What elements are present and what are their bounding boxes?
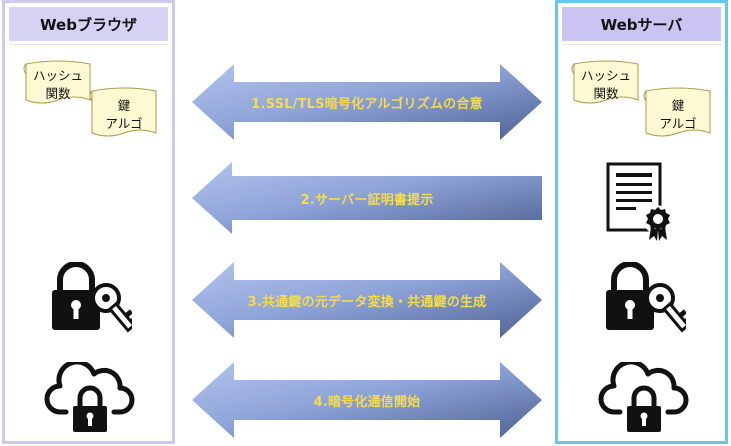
server-lock-key-icon	[602, 261, 693, 338]
browser-title: Webブラウザ	[9, 7, 168, 41]
cloud-lock-icon	[44, 359, 136, 438]
hash-label-line1: ハッシュ	[32, 68, 83, 83]
browser-header-divider	[9, 44, 168, 45]
step-2-left-arrow: 2.サーバー証明書提示	[192, 162, 542, 234]
server-cloud-lock-icon	[598, 359, 690, 438]
step-1-label: 1.SSL/TLS暗号化アルゴリズムの合意	[251, 96, 483, 112]
key-label-line2: アルゴ	[105, 116, 143, 131]
server-hash-label-line1: ハッシュ	[580, 68, 631, 83]
hash-scroll-icon: ハッシュ 関数	[20, 60, 96, 110]
step-4-label: 4.暗号化通信開始	[313, 394, 421, 410]
lock-key-icon	[48, 261, 139, 338]
server-hash-label-line2: 関数	[593, 86, 619, 101]
step-4-double-arrow: 4.暗号化通信開始	[192, 362, 542, 438]
hash-label-line2: 関数	[45, 86, 71, 101]
step-2-label: 2.サーバー証明書提示	[300, 192, 434, 208]
server-title: Webサーバ	[562, 7, 721, 41]
key-algorithm-scroll-icon: 鍵 アルゴ	[86, 87, 162, 137]
server-header-divider	[562, 44, 721, 45]
certificate-icon	[606, 162, 674, 246]
step-3-double-arrow: 3.共通鍵の元データ変換・共通鍵の生成	[192, 262, 542, 338]
step-3-label: 3.共通鍵の元データ変換・共通鍵の生成	[247, 294, 487, 310]
server-hash-scroll-icon: ハッシュ 関数	[568, 60, 644, 110]
server-key-label-line2: アルゴ	[659, 116, 697, 131]
server-column: Webサーバ	[555, 0, 728, 444]
server-key-label-line1: 鍵	[671, 98, 685, 113]
server-key-algorithm-scroll-icon: 鍵 アルゴ	[640, 87, 716, 137]
key-label-line1: 鍵	[117, 98, 131, 113]
step-1-double-arrow: 1.SSL/TLS暗号化アルゴリズムの合意	[192, 64, 542, 140]
